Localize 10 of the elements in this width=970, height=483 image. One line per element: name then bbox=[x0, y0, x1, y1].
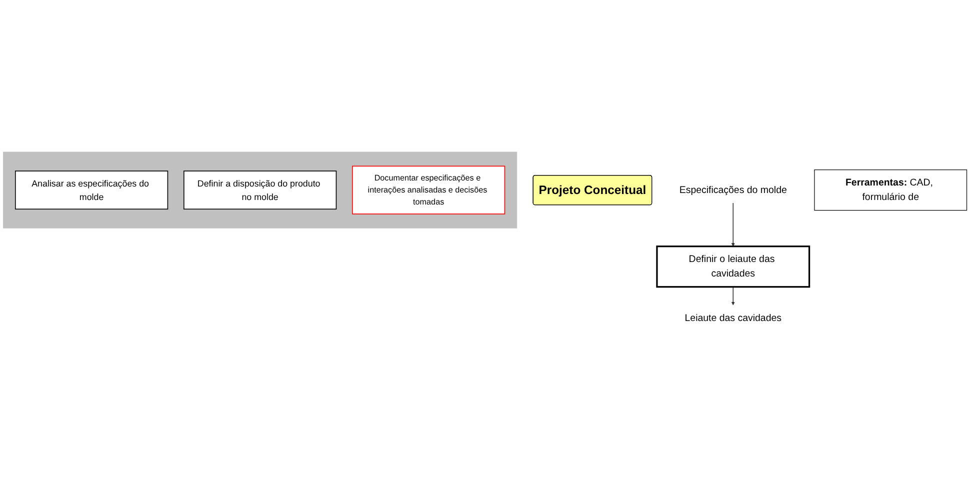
node-box: Definir a disposição do produto no molde bbox=[184, 170, 337, 210]
node-box: Analisar as especificações do molde bbox=[15, 170, 168, 210]
cluster bbox=[3, 152, 518, 228]
node-text: Especificações do molde bbox=[679, 184, 787, 196]
arrow bbox=[731, 202, 735, 247]
node-box: Ferramentas: CAD, formulário de bbox=[814, 170, 968, 211]
arrow bbox=[731, 286, 735, 306]
node-text: Leiaute das cavidades bbox=[684, 312, 782, 324]
node-box: Documentar especificações e interações analisadas e decisões tomadas bbox=[352, 166, 506, 214]
node-box: Definir o leiaute das cavidades bbox=[656, 246, 810, 288]
